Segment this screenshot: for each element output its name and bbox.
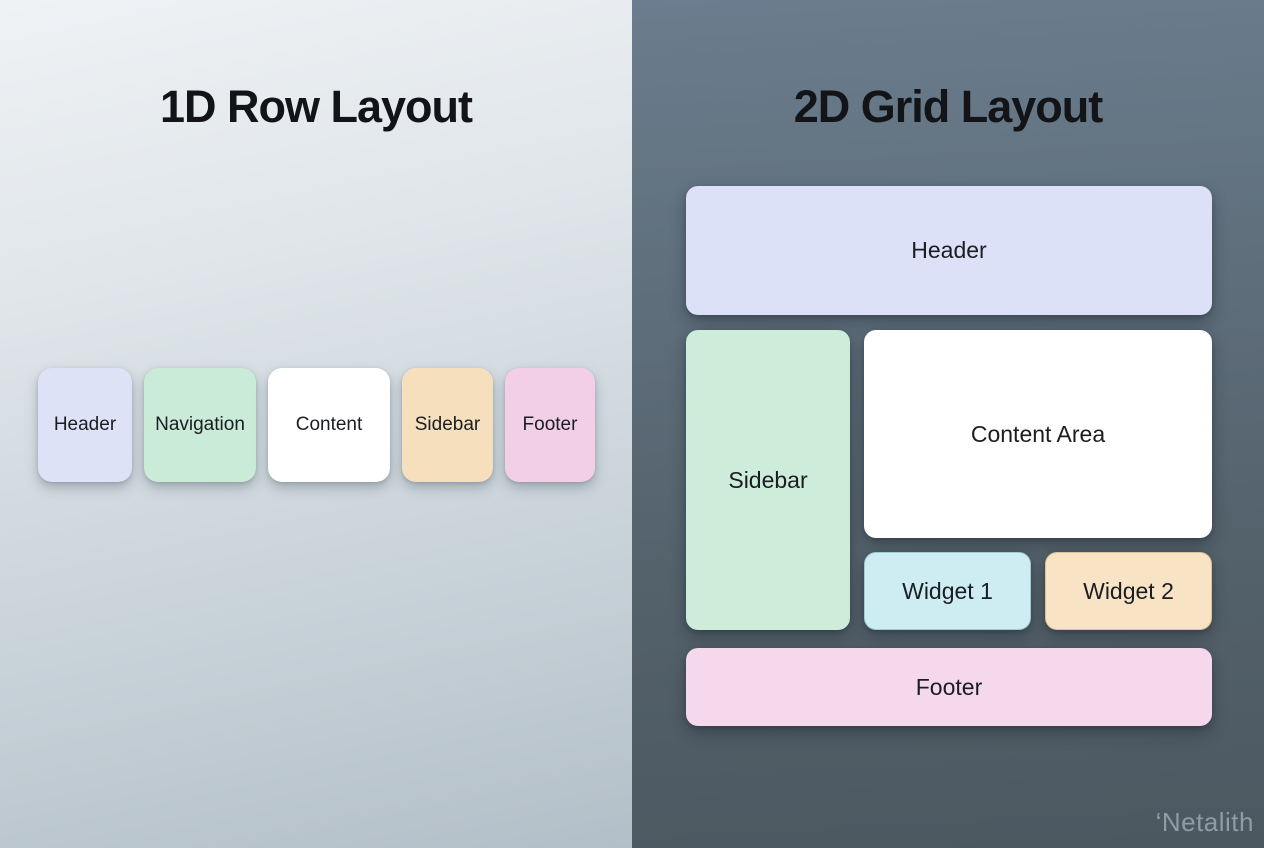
grid-cell-widget-2-label: Widget 2 bbox=[1083, 577, 1174, 604]
grid-cell-widget-1-label: Widget 1 bbox=[902, 577, 993, 604]
grid-cell-header: Header bbox=[686, 186, 1212, 315]
grid-cell-content-area: Content Area bbox=[864, 330, 1212, 538]
row-box-content: Content bbox=[268, 368, 390, 482]
row-box-sidebar: Sidebar bbox=[402, 368, 493, 482]
grid-layout-area: Header Sidebar Content Area Widget 1 Wid… bbox=[686, 186, 1212, 726]
netalith-watermark: ‘Netalith bbox=[1155, 807, 1254, 837]
row-box-navigation: Navigation bbox=[144, 368, 256, 482]
grid-cell-header-label: Header bbox=[911, 237, 987, 263]
row-box-footer: Footer bbox=[505, 368, 595, 482]
panel-title-1d: 1D Row Layout bbox=[159, 81, 473, 132]
panel-1d-row-layout: 1D Row Layout Header Navigation Content … bbox=[0, 0, 632, 848]
row-layout-strip: Header Navigation Content Sidebar Footer bbox=[38, 368, 595, 482]
panel-2d-grid-layout: 2D Grid Layout Header Sidebar Content Ar… bbox=[632, 0, 1264, 848]
row-box-header: Header bbox=[38, 368, 132, 482]
row-box-sidebar-label: Sidebar bbox=[414, 414, 481, 435]
row-box-header-label: Header bbox=[53, 414, 117, 435]
grid-cell-sidebar-label: Sidebar bbox=[728, 466, 808, 493]
row-box-navigation-label: Navigation bbox=[155, 414, 245, 435]
row-box-content-label: Content bbox=[295, 414, 363, 435]
row-box-footer-label: Footer bbox=[522, 414, 578, 435]
grid-cell-sidebar: Sidebar bbox=[686, 330, 850, 630]
grid-cell-widget-1: Widget 1 bbox=[864, 552, 1031, 630]
grid-cell-content-area-label: Content Area bbox=[970, 420, 1106, 447]
panel-title-2d: 2D Grid Layout bbox=[793, 81, 1104, 132]
grid-cell-widget-2: Widget 2 bbox=[1045, 552, 1212, 630]
grid-cell-footer-label: Footer bbox=[915, 673, 983, 700]
grid-cell-footer: Footer bbox=[686, 648, 1212, 726]
